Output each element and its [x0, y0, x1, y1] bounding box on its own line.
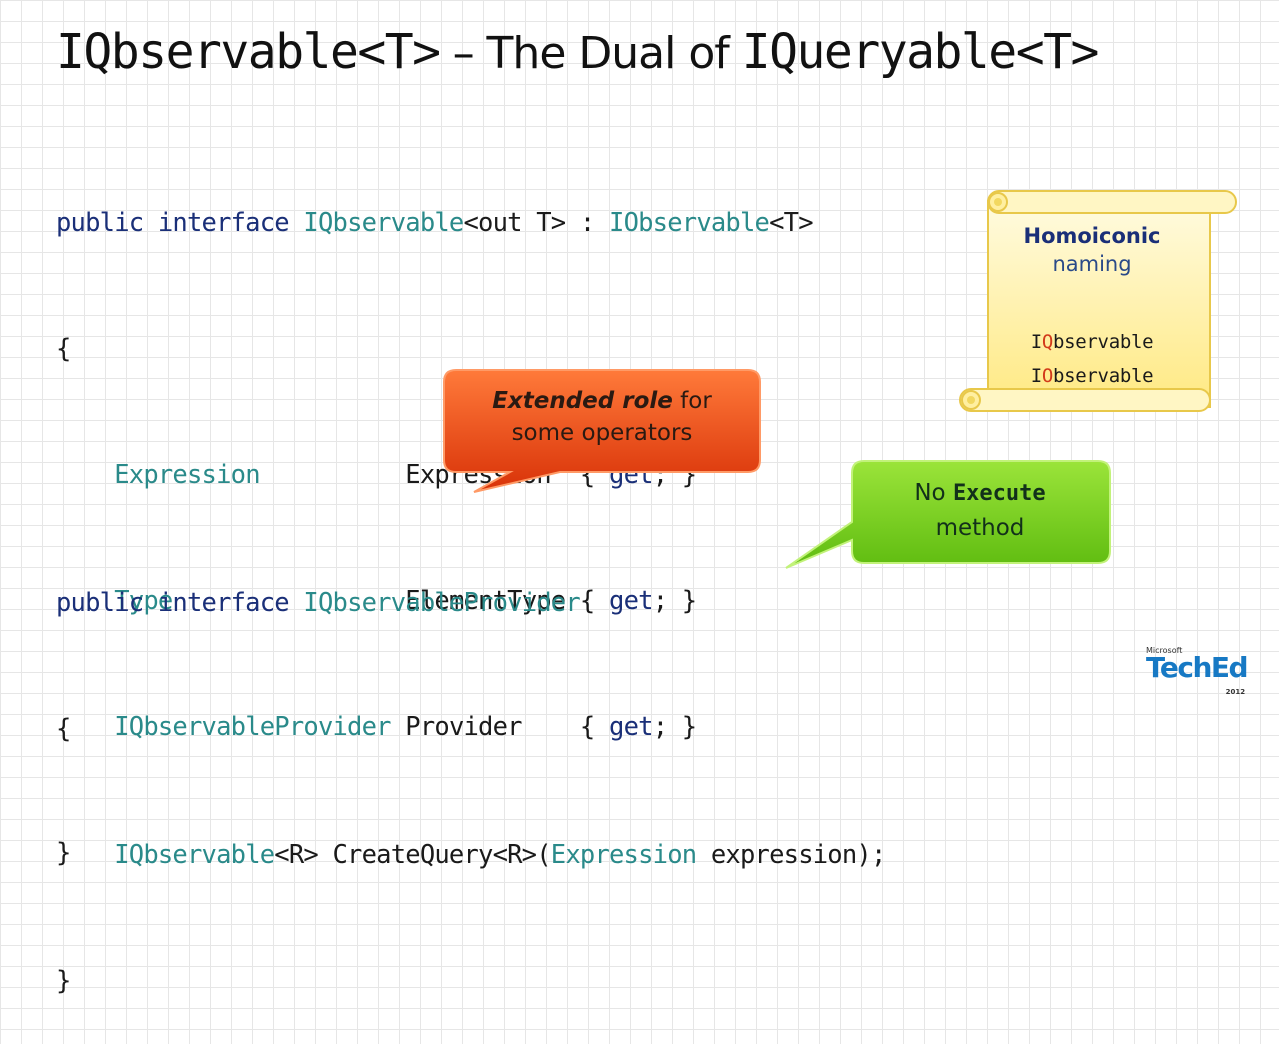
homoiconic-scroll-note: Homoiconic naming IQbservable IObservabl…	[958, 189, 1238, 415]
code-type: Type	[114, 586, 173, 616]
code-text: expression);	[696, 840, 886, 870]
note-iobservable: IObservable	[1030, 365, 1154, 387]
logo-company: Microsoft	[1146, 646, 1183, 655]
code-line-declaration: public interface IQbservable<out T> : IO…	[56, 202, 814, 244]
teched-logo: Microsoft TechEd 2012	[1146, 646, 1249, 696]
code-keyword: public interface	[56, 208, 290, 238]
callout-bold-text: Extended role	[492, 388, 673, 414]
callout-extended-role-bubble	[443, 369, 761, 493]
title-type-iqbservable: IQbservable<T>	[56, 24, 441, 80]
code-type: Expression	[550, 840, 697, 870]
note-accent-letter: Q	[1041, 331, 1053, 353]
code-method-signature: <R> CreateQuery<R>(	[274, 840, 551, 870]
slide-title: IQbservable<T> – The Dual of IQueryable<…	[56, 22, 1100, 80]
callout-extended-role-text: Extended role for some operators	[492, 388, 712, 446]
title-type-iqueryable: IQueryable<T>	[741, 24, 1100, 80]
note-heading: Homoiconic	[1023, 224, 1161, 248]
code-keyword: public interface	[56, 588, 290, 618]
note-accent-letter: O	[1041, 365, 1053, 387]
callout-shapes	[443, 369, 1111, 569]
code-text: <out T> :	[463, 208, 610, 238]
code-type: IQbservable	[303, 208, 464, 238]
code-type: IQbservable	[114, 840, 275, 870]
scroll-shape	[959, 190, 1237, 412]
code-type: IQbservableProvider	[303, 588, 580, 618]
code-property-name: ElementType	[405, 586, 566, 616]
code-line-method: IQbservable<R> CreateQuery<R>(Expression…	[56, 834, 886, 876]
note-iqbservable: IQbservable	[1030, 331, 1154, 353]
title-connector: – The Dual of	[439, 28, 742, 79]
callout-no-execute-bubble	[785, 460, 1111, 569]
code-type: IObservable	[609, 208, 770, 238]
note-subheading: naming	[1052, 252, 1132, 276]
code-keyword: get	[609, 586, 653, 616]
code-line-declaration: public interface IQbservableProvider	[56, 582, 886, 624]
code-type: Expression	[114, 460, 260, 490]
logo-year: 2012	[1225, 688, 1246, 696]
logo-name: TechEd	[1146, 651, 1249, 684]
callout-mono-text: Execute	[952, 481, 1046, 506]
code-line-property: Type ElementType { get; }	[114, 586, 697, 616]
code-text: <T>	[769, 208, 813, 238]
code-line-open-brace: {	[56, 334, 71, 364]
callout-no-execute-text: No Execute method	[914, 480, 1046, 541]
code-line-close-brace: }	[56, 966, 71, 996]
